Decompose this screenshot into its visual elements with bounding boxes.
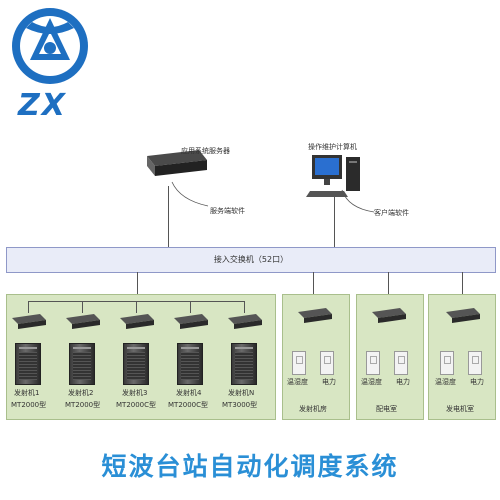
tx-switch-icon — [228, 314, 262, 329]
transmitter-cabinet-icon — [15, 343, 41, 385]
room-switch-icon — [298, 308, 332, 323]
power-meter-icon — [468, 351, 482, 375]
transmitter-name: 发射机2 — [68, 389, 94, 397]
transmitter-model: MT2000型 — [65, 401, 101, 409]
drop-room-2 — [388, 272, 389, 294]
transmitter-model: MT2000型 — [11, 401, 47, 409]
workstation-link — [334, 196, 335, 247]
transmitter-cabinet-icon — [177, 343, 203, 385]
power-meter-icon — [320, 351, 334, 375]
transmitter-cabinet-icon — [69, 343, 95, 385]
transmitter-model: MT2000C型 — [168, 401, 209, 409]
server-software-link — [171, 181, 209, 207]
diagram-title: 短波台站自动化调度系统 — [101, 452, 399, 481]
server-icon — [147, 150, 207, 176]
workstation-icon — [306, 155, 360, 197]
drop-room-3 — [462, 272, 463, 294]
room-right-device: 电力 — [322, 378, 336, 386]
transmitter-name: 发射机3 — [122, 389, 148, 397]
switch-bus: 接入交换机（52口） — [6, 247, 496, 273]
room-switch-icon — [446, 308, 480, 323]
room-name: 配电室 — [376, 405, 397, 413]
tx-switch-icon — [120, 314, 154, 329]
drop-room-1 — [313, 272, 314, 294]
workstation-software-link — [341, 189, 375, 213]
server-name: 应用系统服务器 — [181, 147, 230, 155]
tx-switch-icon — [66, 314, 100, 329]
switch-bus-label: 接入交换机（52口） — [213, 255, 289, 264]
room-name: 发电机室 — [446, 405, 474, 413]
transmitter-cabinet-icon — [123, 343, 149, 385]
room-switch-icon — [372, 308, 406, 323]
tx-switch-icon — [174, 314, 208, 329]
logo: ZX — [8, 4, 92, 124]
transmitter-cabinet-icon — [231, 343, 257, 385]
transmitter-name: 发射机1 — [14, 389, 40, 397]
room-left-device: 温湿度 — [435, 378, 456, 386]
logo-emblem-icon — [12, 8, 88, 84]
humidity-sensor-icon — [292, 351, 306, 375]
transmitter-model: MT2000C型 — [116, 401, 157, 409]
humidity-sensor-icon — [440, 351, 454, 375]
power-meter-icon — [394, 351, 408, 375]
room-left-device: 温湿度 — [361, 378, 382, 386]
server-software: 服务端软件 — [210, 207, 245, 215]
humidity-sensor-icon — [366, 351, 380, 375]
room-name: 发射机房 — [299, 405, 327, 413]
transmitter-name: 发射机N — [228, 389, 255, 397]
workstation-name: 操作维护计算机 — [308, 143, 357, 151]
transmitter-model: MT3000型 — [222, 401, 258, 409]
workstation-software: 客户端软件 — [374, 209, 409, 217]
tx-switch-icon — [12, 314, 46, 329]
room-right-device: 电力 — [396, 378, 410, 386]
server-link — [168, 186, 169, 247]
transmitter-name: 发射机4 — [176, 389, 202, 397]
room-right-device: 电力 — [470, 378, 484, 386]
room-left-device: 温湿度 — [287, 378, 308, 386]
logo-letters: ZX — [18, 88, 67, 123]
drop-transmitters — [137, 272, 138, 294]
